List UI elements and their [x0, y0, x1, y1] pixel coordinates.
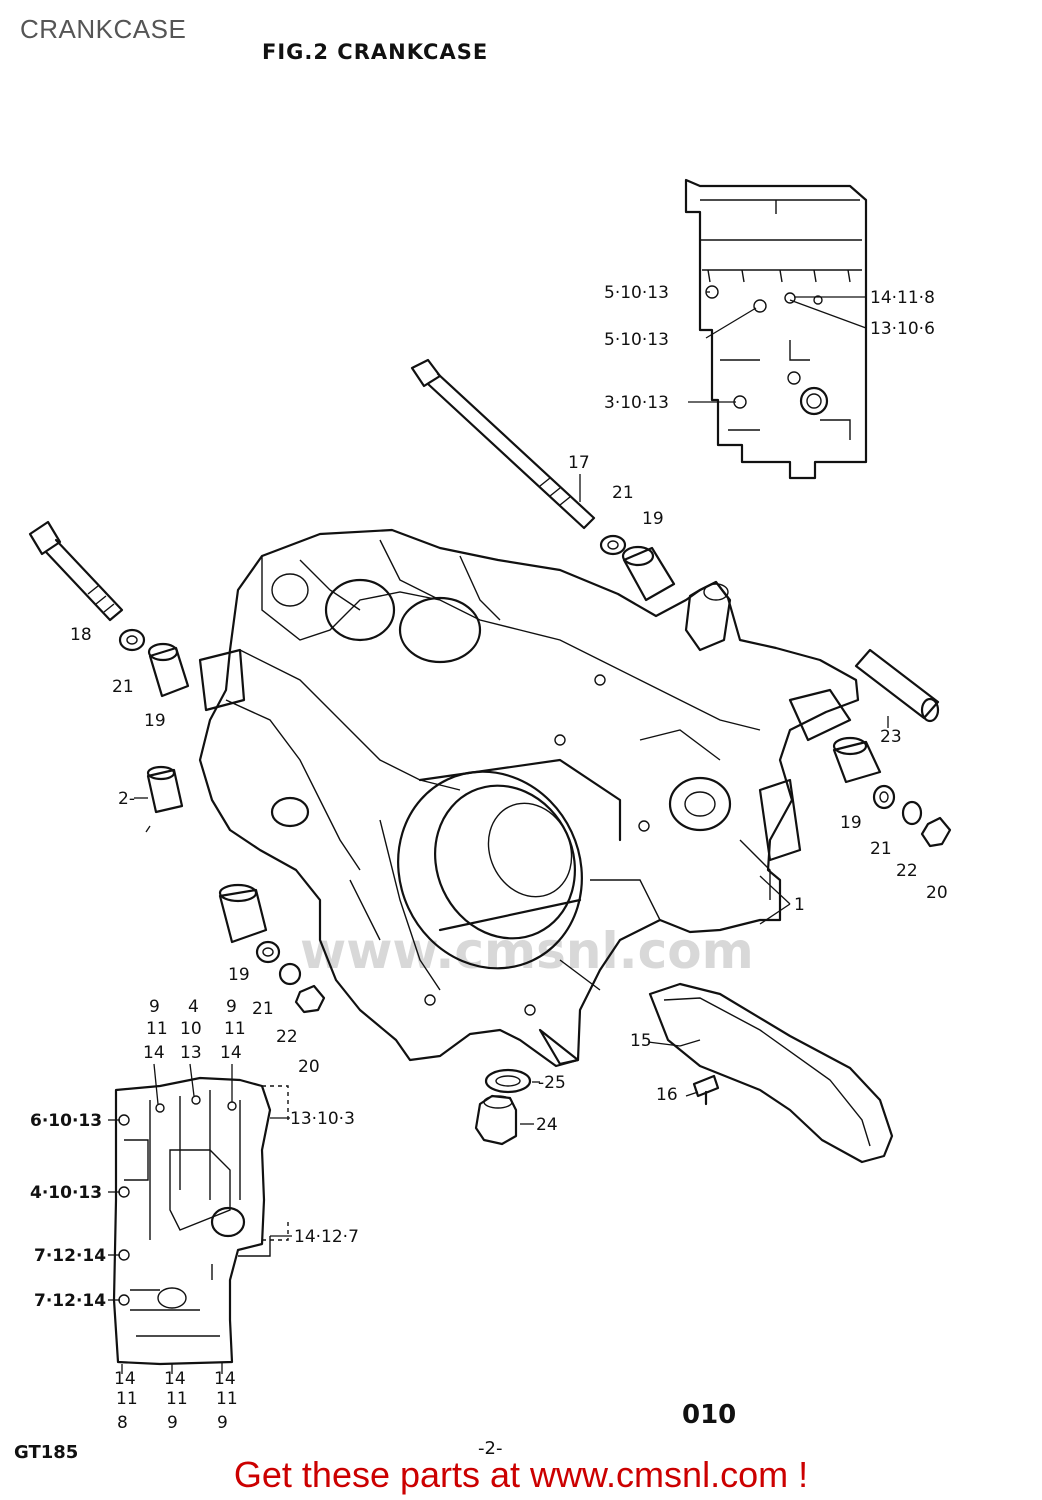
callout-leaders	[134, 474, 889, 1125]
lower-inset-top-col-2-0: 9	[226, 997, 237, 1017]
lower-inset-leaders	[108, 1063, 292, 1374]
washer-21-left	[118, 628, 146, 652]
washer-21-upper	[599, 534, 627, 556]
callout-21-left: 21	[112, 677, 134, 697]
lower-inset-top-col-2-2: 14	[220, 1043, 242, 1063]
callout-22-right: 22	[896, 861, 918, 881]
callout-23: 23	[880, 727, 902, 747]
callout-19-upper: 19	[642, 509, 664, 529]
callout-1: 1	[794, 895, 805, 915]
lower-inset-top-col-0-1: 11	[146, 1019, 168, 1039]
washer-21-lower	[255, 940, 281, 964]
callout-21-right: 21	[870, 839, 892, 859]
callout-16: 16	[656, 1085, 678, 1105]
lower-inset-bottom-col-2-1: 11	[216, 1389, 238, 1409]
upper-inset-label-5-10-13-b: 5·10·13	[604, 330, 669, 350]
callout-19-right: 19	[840, 813, 862, 833]
footer-link[interactable]: Get these parts at www.cmsnl.com !	[233, 1454, 809, 1495]
lower-inset-drawing	[112, 1076, 289, 1366]
drain-plug-24	[474, 1094, 518, 1146]
lower-inset-label-left-0: 6·10·13	[30, 1111, 102, 1131]
callout-17: 17	[568, 453, 590, 473]
stud-bolt-18	[28, 520, 124, 622]
callout-22-lower: 22	[276, 1027, 298, 1047]
nut-20-lower	[294, 984, 326, 1014]
lower-inset-top-col-1-2: 13	[180, 1043, 202, 1063]
callout-24: 24	[536, 1115, 558, 1135]
callout-15: 15	[630, 1031, 652, 1051]
page-number: -2-	[478, 1438, 503, 1459]
dowel-2	[146, 765, 184, 814]
callout-21-upper: 21	[612, 483, 634, 503]
upper-inset-label-3-10-13: 3·10·13	[604, 393, 669, 413]
callout-20-right: 20	[926, 883, 948, 903]
callout-18: 18	[70, 625, 92, 645]
lower-inset-bottom-col-0-2: 8	[117, 1413, 128, 1433]
callout-25: -25	[538, 1073, 566, 1093]
figure-caption: FIG.2 CRANKCASE	[262, 40, 489, 64]
lower-inset-label-left-1: 4·10·13	[30, 1183, 102, 1203]
lower-inset-bottom-col-0-1: 11	[116, 1389, 138, 1409]
dowel-19-left	[147, 642, 190, 698]
spring-washer-22-right	[901, 800, 923, 826]
callout-2: 2-	[118, 789, 135, 809]
lower-inset-top-col-1-1: 10	[180, 1019, 202, 1039]
dowel-19-right	[832, 736, 882, 784]
lower-inset-label-right-0: 13·10·3	[290, 1109, 355, 1129]
lower-inset-label-left-2: 7·12·14	[34, 1246, 106, 1266]
lower-inset-bottom-col-2-2: 9	[217, 1413, 228, 1433]
callout-21-lower: 21	[252, 999, 274, 1019]
screw-16	[692, 1074, 720, 1106]
callout-19-lower: 19	[228, 965, 250, 985]
upper-inset-drawing	[684, 178, 868, 480]
gasket-25	[484, 1068, 532, 1094]
stud-bolt-17	[410, 358, 596, 530]
lower-inset-bottom-col-1-2: 9	[167, 1413, 178, 1433]
lower-inset-bottom-col-1-0: 14	[164, 1369, 186, 1389]
washer-21-right	[872, 784, 896, 810]
cover-15	[648, 982, 894, 1164]
lower-inset-top-col-2-1: 11	[224, 1019, 246, 1039]
page-title: CRANKCASE	[20, 14, 187, 44]
spring-washer-22-lower	[278, 962, 302, 986]
callout-19-left: 19	[144, 711, 166, 731]
lower-inset-bottom-col-2-0: 14	[214, 1369, 236, 1389]
upper-inset-label-5-10-13-a: 5·10·13	[604, 283, 669, 303]
lower-inset-label-left-3: 7·12·14	[34, 1291, 106, 1311]
upper-inset-label-13-10-6: 13·10·6	[870, 319, 935, 339]
sheet-code: 010	[682, 1400, 737, 1430]
pipe-23	[854, 648, 940, 723]
nut-20-right	[920, 816, 952, 848]
dowel-19-upper	[621, 545, 676, 602]
upper-inset-leaders	[688, 291, 867, 403]
lower-inset-bottom-col-0-0: 14	[114, 1369, 136, 1389]
lower-inset-top-col-1-0: 4	[188, 997, 199, 1017]
lower-inset-top-col-0-0: 9	[149, 997, 160, 1017]
callout-20-lower: 20	[298, 1057, 320, 1077]
dowel-19-lower	[218, 883, 268, 944]
upper-inset-label-14-11-8: 14·11·8	[870, 288, 935, 308]
crankcase-body	[198, 528, 860, 1068]
lower-inset-bottom-col-1-1: 11	[166, 1389, 188, 1409]
model-code: GT185	[14, 1442, 79, 1463]
lower-inset-label-right-1: 14·12·7	[294, 1227, 359, 1247]
lower-inset-top-col-0-2: 14	[143, 1043, 165, 1063]
